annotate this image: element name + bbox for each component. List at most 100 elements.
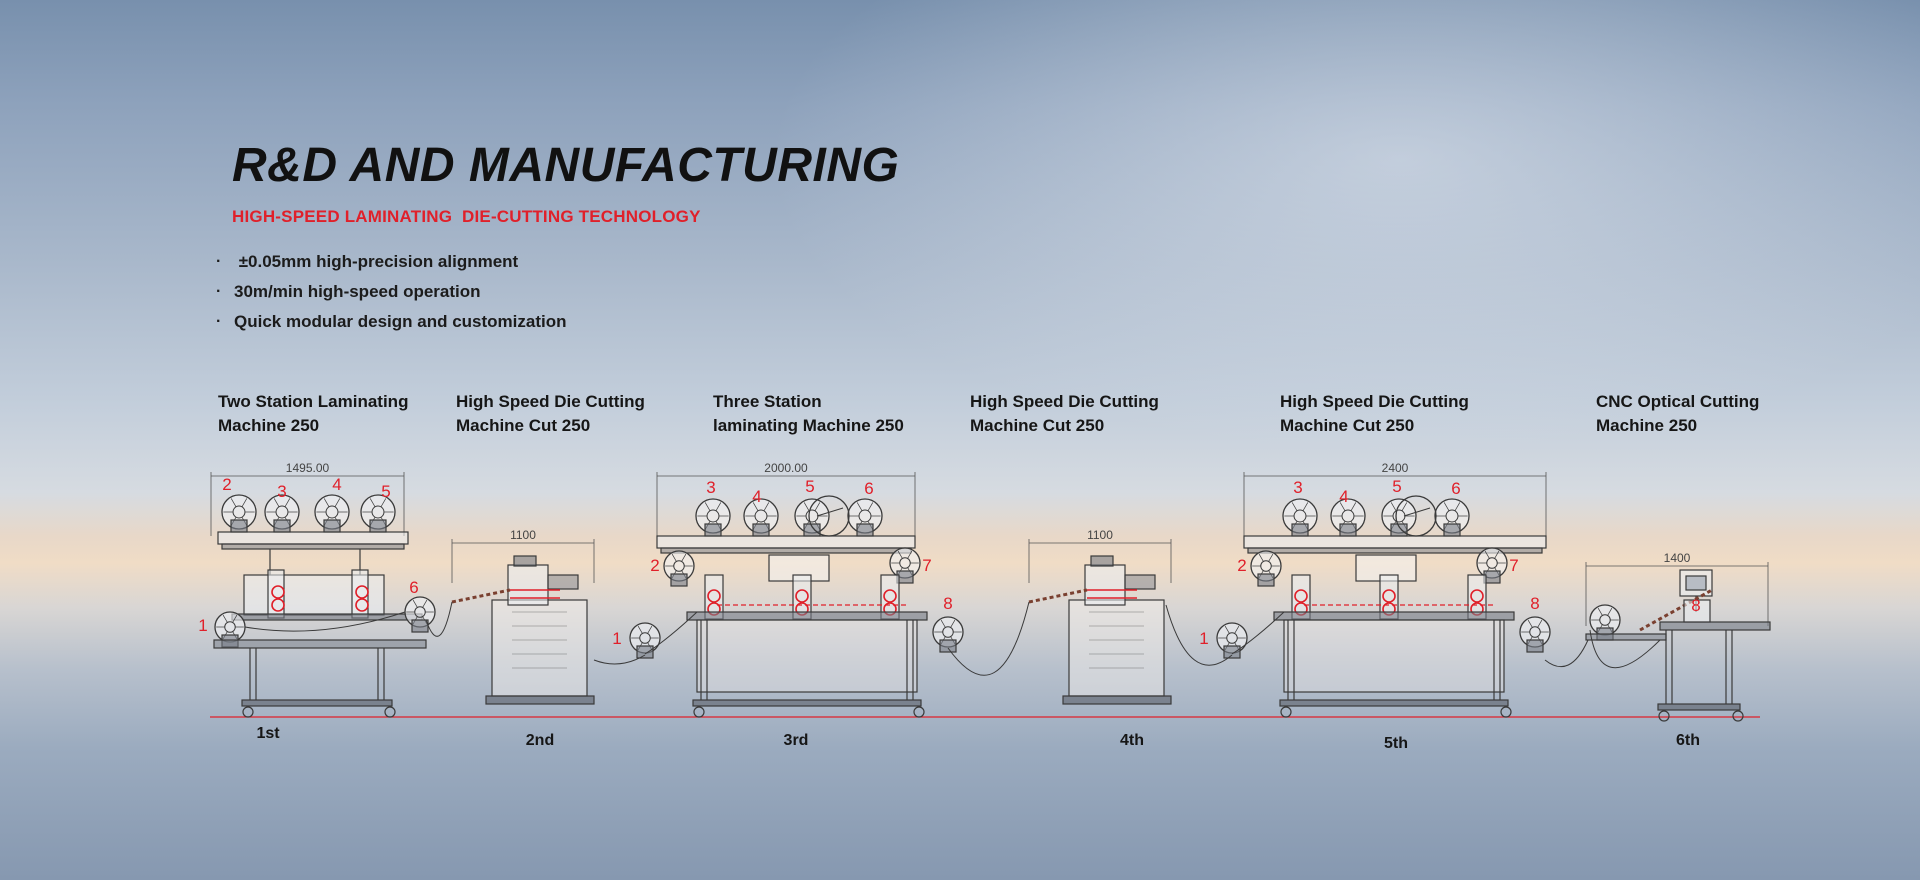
roller-spoke (1224, 625, 1230, 634)
nip-roller (271, 585, 285, 599)
material-web-2-3 (593, 654, 646, 665)
info-panel (768, 554, 830, 582)
roller-motor (1526, 639, 1544, 653)
roller-spoke (704, 502, 711, 512)
die-cutter-head (507, 564, 549, 606)
optical-head (1683, 599, 1711, 623)
roller-number: 6 (864, 479, 873, 498)
roller-number: 6 (1451, 479, 1460, 498)
roller-spoke (950, 619, 956, 628)
cnc-screen (1685, 575, 1707, 591)
roller-spoke (715, 502, 722, 512)
roller-spoke (940, 619, 946, 628)
roller-spoke (323, 498, 330, 508)
feature-text: 30m/min high-speed operation (234, 282, 481, 301)
roller-number: 5 (1392, 477, 1401, 496)
roller-spoke (681, 553, 687, 562)
roller-number: 1 (612, 629, 621, 648)
roller-number: 3 (277, 482, 286, 501)
dimension-label-3: 2000.00 (764, 461, 808, 475)
roller-spoke (1443, 502, 1450, 512)
upper-frame (217, 531, 409, 545)
caster-wheel (913, 706, 925, 718)
roller-spoke (241, 498, 248, 508)
roller-number: 2 (222, 475, 231, 494)
machine-name-line: High Speed Die Cutting (1280, 392, 1469, 411)
material-web (644, 611, 698, 655)
roller-number: 7 (1509, 556, 1518, 575)
tension-dial (1395, 495, 1437, 537)
nip-roller (1382, 589, 1396, 603)
caster-wheel (1280, 706, 1292, 718)
machine-base (1657, 703, 1741, 711)
bullet-icon: · (216, 253, 222, 270)
stage-label-6: 6th (1676, 732, 1700, 749)
machine-name-line: Machine 250 (218, 416, 320, 435)
dimension-label-2: 1100 (510, 528, 536, 542)
roller-spoke (1454, 502, 1461, 512)
servo-box (547, 574, 579, 590)
roller-spoke (1339, 502, 1346, 512)
feed-conveyor (1028, 588, 1088, 604)
roller-motor (704, 523, 722, 537)
roller-motor (273, 519, 291, 533)
feature-item: · ±0.05mm high-precision alignment (216, 247, 567, 277)
roller-spoke (897, 550, 903, 559)
machine-name-line: Machine Cut 250 (456, 416, 591, 435)
roller-spoke (671, 553, 677, 562)
nip-roller (1294, 589, 1308, 603)
roller-number: 8 (1691, 596, 1700, 615)
nip-roller (355, 585, 369, 599)
caster-wheel (1658, 710, 1670, 722)
roller-motor (1291, 523, 1309, 537)
work-table (1273, 611, 1515, 621)
lower-cabinet (1283, 619, 1505, 693)
stage-label-1: 1st (256, 725, 280, 742)
machine-base (692, 699, 922, 707)
upper-frame-rail (1247, 547, 1543, 554)
material-web-3-4 (947, 601, 1030, 676)
roller-spoke (1494, 550, 1500, 559)
roller-spoke (1268, 553, 1274, 562)
bullet-icon: · (216, 313, 222, 330)
feature-item: · Quick modular design and customization (216, 307, 567, 337)
dimension-label-6: 1400 (1664, 551, 1691, 565)
machine-name-line: High Speed Die Cutting (456, 392, 645, 411)
roller-number: 2 (650, 556, 659, 575)
dimension-label-5: 2400 (1382, 461, 1409, 475)
roller-spoke (273, 498, 280, 508)
feed-conveyor (451, 588, 511, 604)
die-cutter-base (485, 695, 595, 705)
feature-list: · ±0.05mm high-precision alignment · 30m/… (216, 247, 567, 337)
feature-text: Quick modular design and customization (234, 312, 567, 331)
roller-spoke (232, 614, 238, 623)
dimension-label-1: 1495.00 (286, 461, 330, 475)
roller-spoke (763, 502, 770, 512)
roller-motor (856, 523, 874, 537)
cnc-table (1659, 621, 1771, 631)
feed-bench (1585, 633, 1667, 641)
machine-name-line: High Speed Die Cutting (970, 392, 1159, 411)
roller-spoke (1291, 502, 1298, 512)
roller-motor (1257, 573, 1275, 587)
material-web-1-2 (425, 601, 453, 637)
nip-roller (1470, 589, 1484, 603)
upper-frame-rail (221, 543, 405, 550)
machine-name-line: Machine Cut 250 (970, 416, 1105, 435)
roller-number: 4 (752, 487, 761, 506)
machine-base (241, 699, 393, 707)
roller-spoke (647, 625, 653, 634)
roller-motor (369, 519, 387, 533)
die-cutter-cabinet (1068, 599, 1165, 697)
roller-motor (230, 519, 248, 533)
roller-spoke (1302, 502, 1309, 512)
roller-number: 8 (943, 594, 952, 613)
roller-number: 4 (332, 475, 341, 494)
nip-roller (271, 598, 285, 612)
upper-frame (656, 535, 916, 549)
die-cutter-motor (1090, 555, 1114, 567)
die-cutter-cabinet (491, 599, 588, 697)
